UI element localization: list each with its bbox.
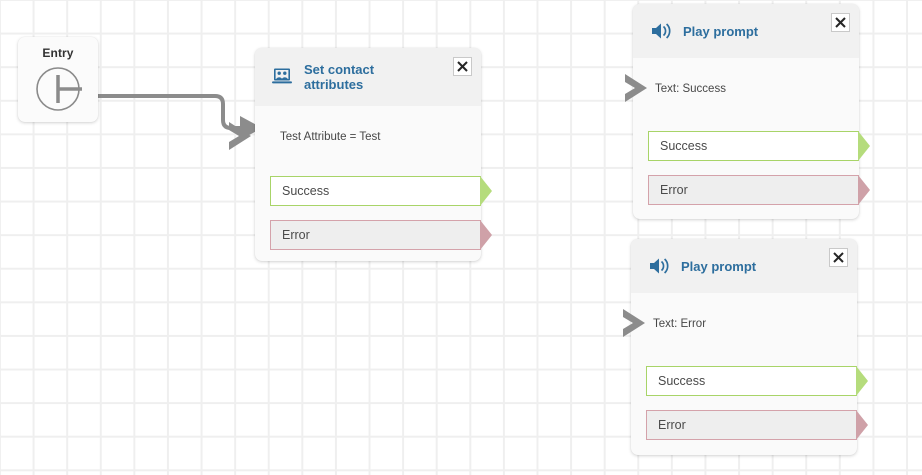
node-input-arrow-icon xyxy=(625,74,647,102)
speaker-icon xyxy=(651,20,673,42)
entry-point-icon xyxy=(36,67,82,111)
node-subtext: Text: Success xyxy=(655,83,726,95)
node-subtext: Text: Error xyxy=(653,318,707,330)
node-body: Test Attribute = Test Success Error xyxy=(229,106,492,261)
node-header: Play prompt xyxy=(633,4,859,58)
success-arrow-icon xyxy=(480,176,492,206)
error-arrow-icon xyxy=(480,220,492,250)
node-output-success[interactable]: Success xyxy=(648,131,870,161)
entry-node[interactable]: Entry xyxy=(18,37,98,122)
node-input-arrow-icon xyxy=(229,122,251,150)
node-output-label: Error xyxy=(660,183,688,197)
node-output-label: Error xyxy=(282,228,310,242)
close-icon[interactable] xyxy=(453,57,472,76)
node-body: Text: Success Success Error xyxy=(625,58,870,219)
node-body: Text: Error Success Error xyxy=(623,293,868,455)
node-title: Play prompt xyxy=(683,23,759,39)
node-output-success[interactable]: Success xyxy=(270,176,492,206)
node-header: Play prompt xyxy=(631,239,857,293)
node-output-error[interactable]: Error xyxy=(270,220,492,250)
success-arrow-icon xyxy=(856,366,868,396)
node-output-label: Success xyxy=(658,374,706,388)
contact-attributes-icon xyxy=(271,65,295,89)
node-play-prompt-success[interactable]: Play prompt Text: Success Success Erro xyxy=(625,4,870,219)
node-output-label: Success xyxy=(282,184,330,198)
node-output-error[interactable]: Error xyxy=(646,410,868,440)
node-play-prompt-error[interactable]: Play prompt Text: Error Success Error xyxy=(623,239,868,455)
node-title: Play prompt xyxy=(681,258,757,274)
speaker-icon xyxy=(649,255,671,277)
node-subtext: Test Attribute = Test xyxy=(280,131,381,143)
error-arrow-icon xyxy=(858,175,870,205)
entry-node-title: Entry xyxy=(42,46,74,60)
close-icon[interactable] xyxy=(829,248,848,267)
node-output-label: Error xyxy=(658,418,686,432)
node-output-label: Success xyxy=(660,139,708,153)
error-arrow-icon xyxy=(856,410,868,440)
node-input-arrow-icon xyxy=(623,309,645,337)
node-output-error[interactable]: Error xyxy=(648,175,870,205)
node-output-success[interactable]: Success xyxy=(646,366,868,396)
close-icon[interactable] xyxy=(831,13,850,32)
node-set-contact-attributes[interactable]: Set contact attributes Test Attribute = … xyxy=(229,48,492,261)
success-arrow-icon xyxy=(858,131,870,161)
node-title: Set contact attributes xyxy=(304,62,375,92)
node-header: Set contact attributes xyxy=(255,48,481,106)
